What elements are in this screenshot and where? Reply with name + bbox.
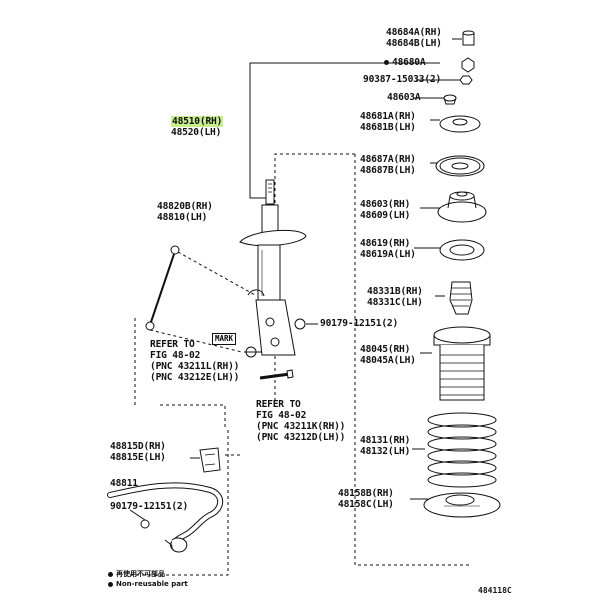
figure-id: 484118C: [478, 586, 512, 595]
refer-front-line1: REFER TO: [150, 339, 195, 350]
note-non-reusable-jp: 再使用不可部品: [108, 570, 165, 579]
non-reusable-bullet-icon: [108, 571, 113, 577]
part-label-48681-lh[interactable]: 48681B(LH): [360, 122, 416, 133]
refer-rear-line2[interactable]: FIG 48-02: [256, 410, 307, 421]
part-label-48045-rh[interactable]: 48045(RH): [360, 344, 411, 355]
refer-rear-line3: (PNC 43211K(RH)): [256, 421, 346, 432]
part-label-48687-lh[interactable]: 48687B(LH): [360, 165, 416, 176]
part-label-48158c-lh[interactable]: 48158C(LH): [338, 499, 394, 510]
part-label-90179-lower[interactable]: 90179-12151(2): [110, 501, 189, 512]
part-label-48045a-lh[interactable]: 48045A(LH): [360, 355, 416, 366]
part-label-90387[interactable]: 90387-15033(2): [363, 74, 442, 85]
part-label-48687-rh[interactable]: 48687A(RH): [360, 154, 416, 165]
part-label-48603a[interactable]: 48603A: [387, 92, 421, 103]
part-label-48684-rh[interactable]: 48684A(RH): [386, 27, 442, 38]
part-label-48510[interactable]: 48510(RH): [171, 116, 224, 127]
refer-front-line3: (PNC 43211L(RH)): [150, 361, 240, 372]
part-label-48810-lh[interactable]: 48810(LH): [157, 212, 208, 223]
note-non-reusable-en: Non-reusable part: [108, 580, 188, 589]
part-label-48684-lh[interactable]: 48684B(LH): [386, 38, 442, 49]
part-label-48681-rh[interactable]: 48681A(RH): [360, 111, 416, 122]
refer-rear-line1: REFER TO: [256, 399, 301, 410]
part-label-48820b-rh[interactable]: 48820B(RH): [157, 201, 213, 212]
part-label-90179-upper[interactable]: 90179-12151(2): [320, 318, 399, 329]
part-label-48331b-rh[interactable]: 48331B(RH): [367, 286, 423, 297]
part-label-48158b-rh[interactable]: 48158B(RH): [338, 488, 394, 499]
mark-callout: MARK: [212, 333, 237, 345]
part-label-48603-rh[interactable]: 48603(RH): [360, 199, 411, 210]
part-label-48815d-rh[interactable]: 48815D(RH): [110, 441, 166, 452]
part-label-48811[interactable]: 48811: [110, 478, 138, 489]
refer-front-line2[interactable]: FIG 48-02: [150, 350, 201, 361]
part-label-48609-lh[interactable]: 48609(LH): [360, 210, 411, 221]
part-label-48815e-lh[interactable]: 48815E(LH): [110, 452, 166, 463]
refer-rear-line4: (PNC 43212D(LH)): [256, 432, 346, 443]
part-label-48619a-lh[interactable]: 48619A(LH): [360, 249, 416, 260]
part-label-48520[interactable]: 48520(LH): [171, 127, 222, 138]
part-label-48680[interactable]: 48680A: [384, 57, 426, 68]
part-label-48132-lh[interactable]: 48132(LH): [360, 446, 411, 457]
part-label-48131-rh[interactable]: 48131(RH): [360, 435, 411, 446]
part-label-48331c-lh[interactable]: 48331C(LH): [367, 297, 423, 308]
non-reusable-bullet-icon: [108, 581, 113, 587]
non-reusable-bullet-icon: [384, 59, 389, 65]
part-label-48619-rh[interactable]: 48619(RH): [360, 238, 411, 249]
refer-front-line4: (PNC 43212E(LH)): [150, 372, 240, 383]
